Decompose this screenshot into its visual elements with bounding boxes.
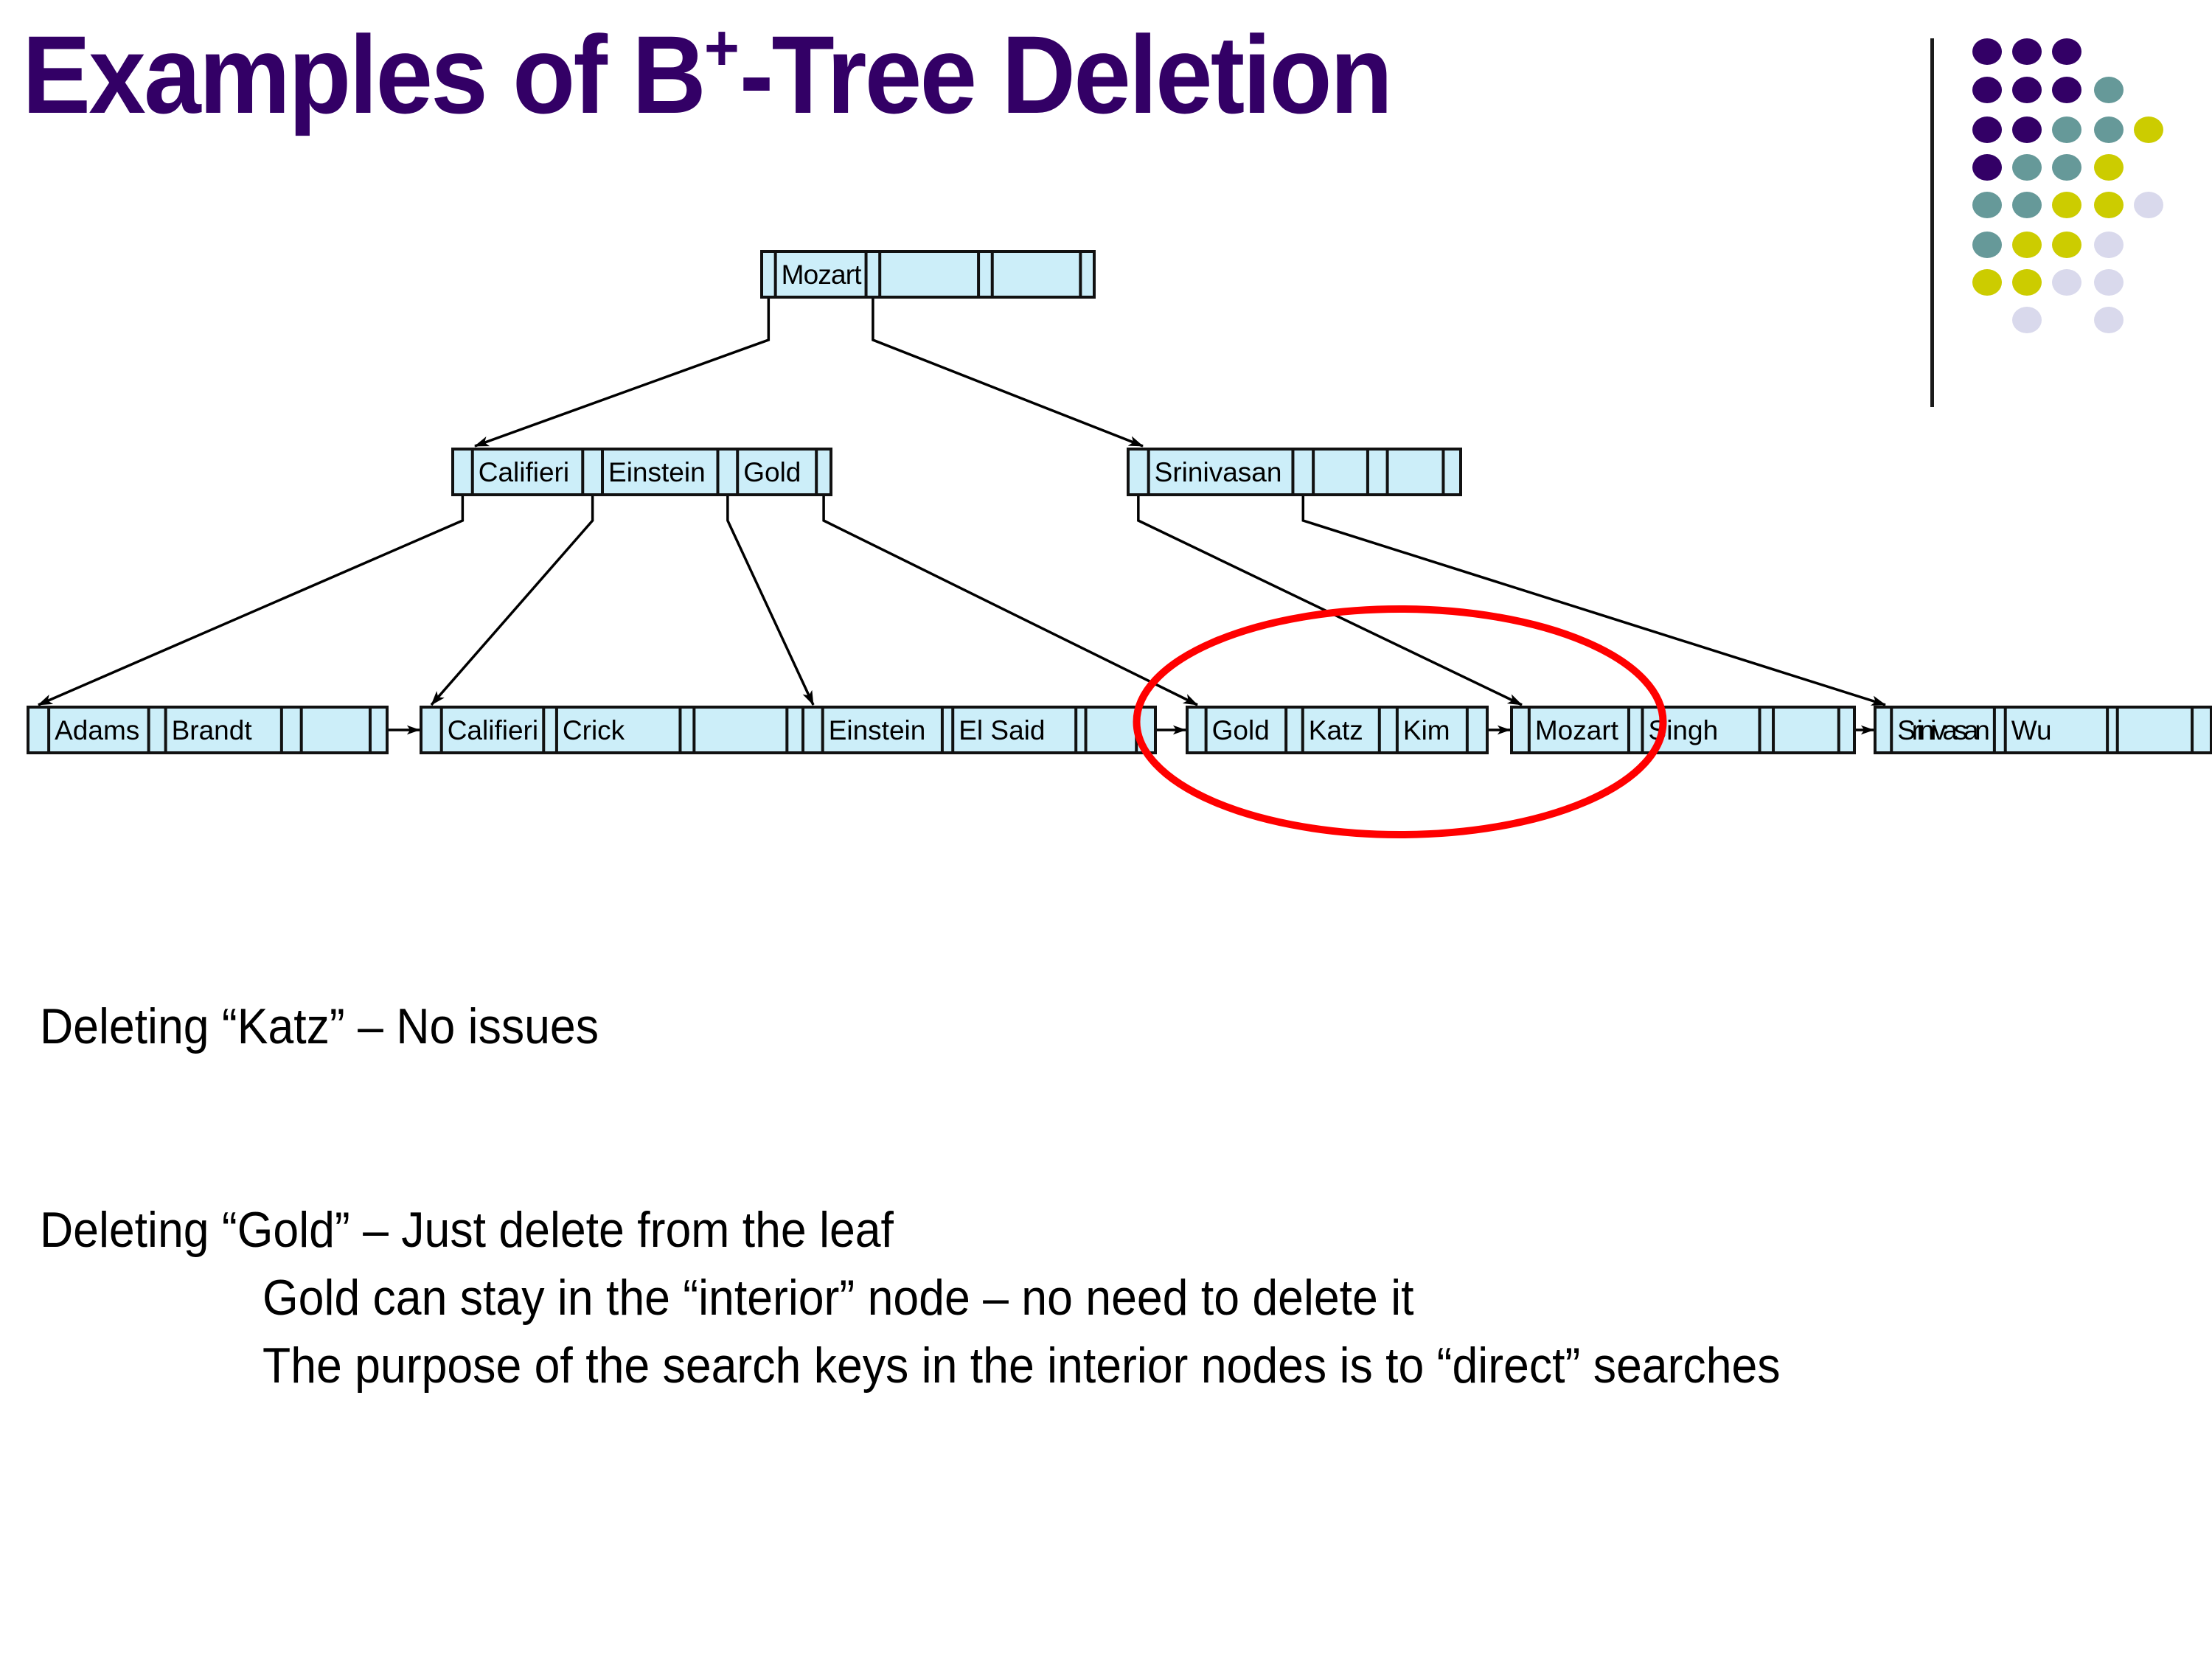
node-box bbox=[451, 448, 832, 496]
note-delete-katz: Deleting “Katz” – No issues bbox=[40, 998, 599, 1054]
highlight-layer bbox=[1133, 605, 1667, 838]
edge-internal-1-to-leaf-5 bbox=[1301, 479, 1886, 706]
edge-internal-0-to-leaf-0 bbox=[38, 479, 465, 706]
slide-title: Examples of B+-Tree Deletion bbox=[22, 10, 1393, 155]
node-key: Wu bbox=[2011, 715, 2052, 745]
edge-internal-1-to-leaf-4 bbox=[1137, 479, 1523, 706]
node-key: Gold bbox=[1212, 715, 1270, 745]
title-suffix: -Tree Deletion bbox=[739, 13, 1393, 136]
highlight-circle bbox=[1133, 605, 1667, 838]
note-search-keys-purpose: The purpose of the search keys in the in… bbox=[262, 1338, 1781, 1394]
node-box bbox=[1510, 706, 1856, 754]
node-key: Brandt bbox=[172, 715, 253, 745]
node-box bbox=[1127, 448, 1462, 496]
leaf-node-0: Adams Brandt bbox=[27, 706, 389, 754]
node-box bbox=[801, 706, 1157, 754]
note-gold-interior: Gold can stay in the “interior” node – n… bbox=[262, 1270, 1414, 1326]
node-key: Kim bbox=[1403, 715, 1450, 745]
node-box bbox=[1874, 706, 2212, 754]
leaf-node-1: Califieri Crick bbox=[420, 706, 805, 754]
edge-root-to-internal-0 bbox=[474, 281, 771, 448]
leaf-node-2: Einstein El Said bbox=[801, 706, 1157, 754]
node-key: Einstein bbox=[829, 715, 926, 745]
node-key: Mozart bbox=[1535, 715, 1619, 745]
node-key: Mozart bbox=[782, 260, 863, 290]
edge-internal-0-to-leaf-2 bbox=[726, 479, 815, 706]
tree-edges bbox=[38, 281, 1886, 735]
node-key: Einstein bbox=[608, 457, 706, 487]
note-delete-gold: Deleting “Gold” – Just delete from the l… bbox=[40, 1202, 894, 1258]
internal-node-1: Srinivasan bbox=[1127, 448, 1462, 496]
title-prefix: Examples of B bbox=[22, 13, 706, 136]
node-key: Srinivasan bbox=[1897, 715, 1990, 745]
node-key: Katz bbox=[1309, 715, 1363, 745]
node-key: Gold bbox=[743, 457, 801, 487]
node-box bbox=[760, 250, 1096, 299]
edge-root-to-internal-1 bbox=[872, 281, 1144, 448]
node-key: Crick bbox=[563, 715, 625, 745]
title-superscript: + bbox=[704, 11, 740, 84]
decorative-vertical-rule bbox=[1930, 38, 1934, 407]
root-node: Mozart bbox=[760, 250, 1096, 299]
internal-node-0: Califieri Einstein Gold bbox=[451, 448, 832, 496]
edge-internal-0-to-leaf-1 bbox=[430, 479, 594, 706]
node-box bbox=[27, 706, 389, 754]
leaf-node-5: Srinivasan Wu bbox=[1874, 706, 2212, 754]
node-box bbox=[1186, 706, 1489, 754]
node-key: Califieri bbox=[479, 457, 569, 487]
node-key: El Said bbox=[959, 715, 1045, 745]
leaf-node-3: Gold Katz Kim bbox=[1186, 706, 1489, 754]
node-key: Califieri bbox=[448, 715, 538, 745]
node-key: Adams bbox=[55, 715, 139, 745]
edge-internal-0-to-leaf-3 bbox=[822, 479, 1198, 706]
node-key: Srinivasan bbox=[1155, 457, 1282, 487]
